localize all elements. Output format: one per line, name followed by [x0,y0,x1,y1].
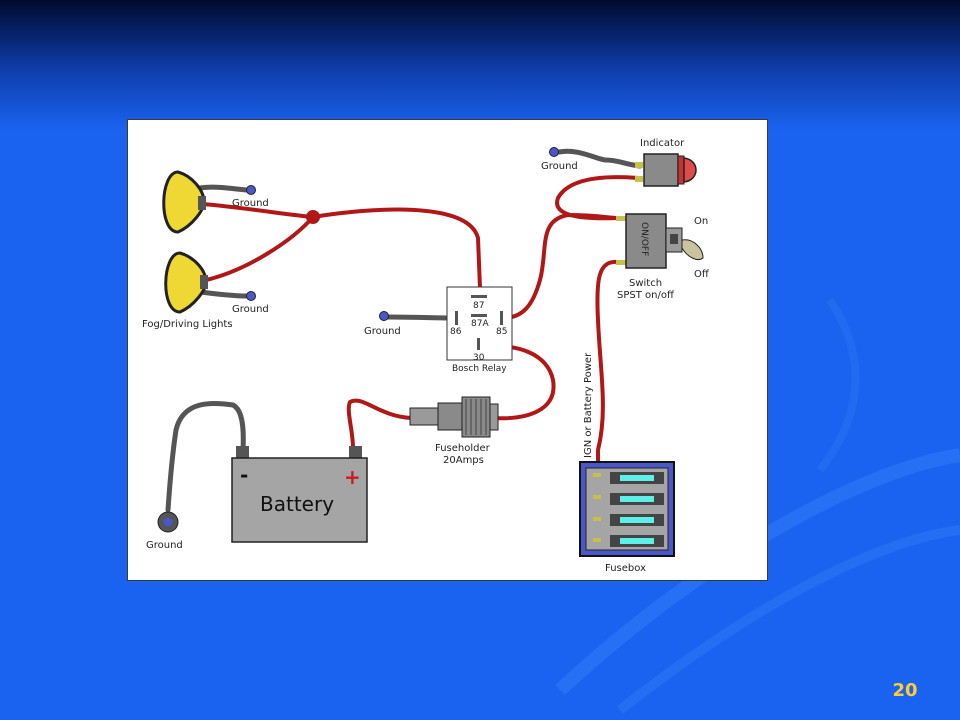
battery-label: Battery [260,492,334,516]
ground-label: Ground [146,540,183,551]
fuseholder [409,396,499,438]
page-number: 20 [892,680,918,701]
wire-junction [306,210,320,224]
ground-label: Ground [364,326,401,337]
battery: Battery - + [231,446,368,543]
battery-negative: - [240,463,248,487]
ground-label: Ground [232,198,269,209]
relay-pin-85: 85 [496,327,507,337]
wire-fuseholder-to-battery [346,398,413,450]
switch-on-label: On [694,216,708,227]
ground-wire-light-top [197,184,249,193]
decorative-swoosh [616,525,960,714]
wire-indicator-to-switch [555,175,640,221]
wire-relay-30-to-fuseholder [481,344,556,421]
ground-terminal-icon [379,311,389,321]
fog-light-bottom [164,251,208,314]
switch-type: SPST on/off [617,290,675,301]
fusebox-label: Fusebox [605,563,646,574]
ground-wire-light-bottom [197,289,249,299]
ground-terminal-icon [549,147,559,157]
wire-light-bottom [204,215,315,282]
decorative-swoosh [816,297,860,473]
relay-pin-87a: 87A [471,319,489,329]
ground-wire-indicator [556,148,643,169]
wire-light-top [201,202,315,219]
fusebox [579,461,675,557]
ground-label: Ground [232,304,269,315]
decorative-swoosh [555,448,960,696]
ground-wire-battery [165,400,246,513]
lights-label: Fog/Driving Lights [142,319,233,330]
relay-pin-87: 87 [473,301,484,311]
ground-wire-relay [385,314,458,321]
wiring-diagram: Ground Ground Fog/Driving Lights 87 87A … [127,119,768,581]
wire-switch-to-fusebox [595,259,620,467]
indicator-label: Indicator [640,138,685,149]
relay-pin-30: 30 [473,353,485,363]
spst-switch: ON/OFF [616,213,704,269]
fuseholder-rating: 20Amps [443,455,484,466]
switch-off-label: Off [694,269,710,280]
relay-pin-86: 86 [450,327,462,337]
switch-body-text: ON/OFF [639,222,649,256]
fog-light-top [162,170,206,234]
ground-terminal-icon [246,291,256,301]
indicator-lamp [635,153,697,187]
ground-label: Ground [541,161,578,172]
battery-positive: + [344,465,361,489]
switch-name: Switch [629,278,662,289]
battery-ground-lug [157,511,179,533]
power-label: IGN or Battery Power [583,352,594,458]
fuseholder-name: Fuseholder [435,443,491,454]
relay-name: Bosch Relay [452,364,507,374]
bosch-relay: 87 87A 86 85 30 Bosch Relay [446,286,513,374]
wire-relay-85-to-switch [501,213,620,320]
wire-lights-to-relay-87 [311,207,482,290]
ground-terminal-icon [246,185,256,195]
